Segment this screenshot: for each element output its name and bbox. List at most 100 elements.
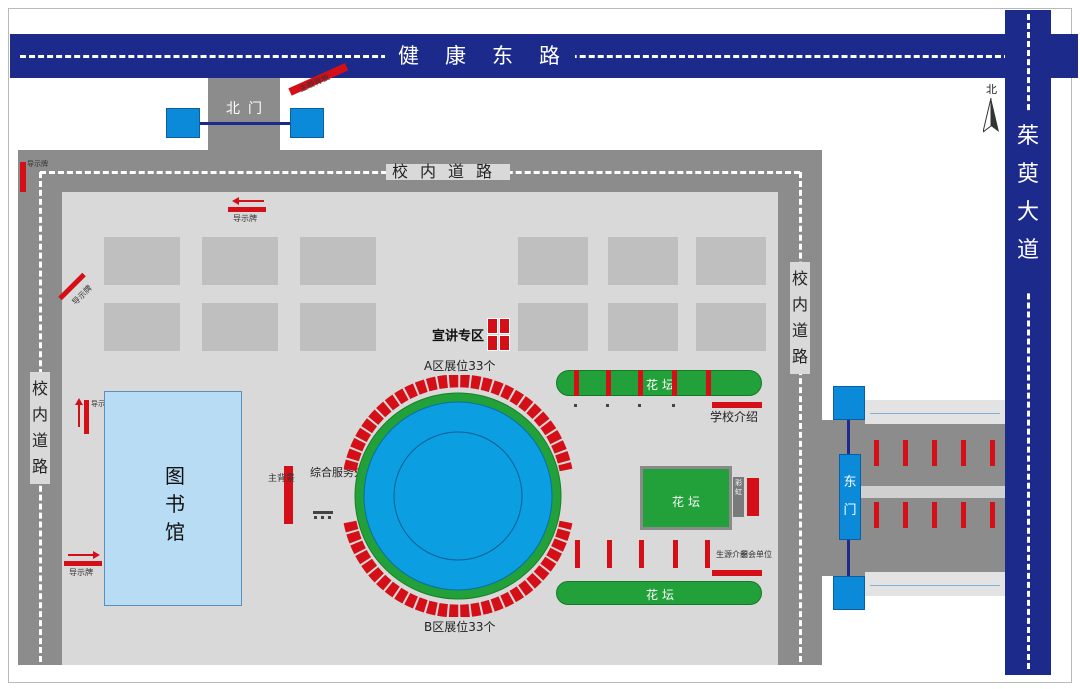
flowerbed-top-booth [638,370,643,396]
east-approach-line-south [870,585,1000,586]
flowerbed-top-seat [672,404,675,407]
service-desk-label: 综合服务处 [310,466,365,479]
north-gate-bar [200,122,290,125]
fountain-water-inner [393,431,523,561]
student-intro-board [712,570,762,576]
east-gate-south-pillar [833,576,865,610]
flowerbed-middle [640,466,732,530]
east-gate-label: 东门 [839,454,861,540]
inner-road-top-label: 校内道路 [386,164,511,180]
booth-block [104,303,180,351]
east-road-dashes [1027,14,1030,669]
service-desk-seat [328,516,331,519]
flowerbed-side-tag: 彩虹 [733,477,744,517]
service-desk-seat [321,516,324,519]
flowerbed-top-booth [574,370,579,396]
bottom-booth [607,540,612,568]
guide-sign-board [64,561,102,566]
east-booth [961,502,966,528]
north-road-label-bg [385,44,575,70]
east-booth [932,440,937,466]
arrow-right-icon [68,551,100,559]
east-booth [874,502,879,528]
flowerbed-top-booth [606,370,611,396]
lecture-booth [487,335,498,351]
booth-block [300,237,376,285]
zone-b-booth-ring [343,520,573,617]
flowerbed-top-label: 花坛 [646,378,679,392]
booth-block [608,237,678,285]
east-booth [903,502,908,528]
flowerbed-top-booth [672,370,677,396]
zone-a-booth-ring [343,375,573,472]
north-arrow-icon [983,98,999,133]
side-booth [747,478,759,516]
booth-block [518,237,588,285]
guide-sign-label: 导示牌 [91,400,112,409]
compass-north-label: 北 [986,83,997,96]
east-booth [932,502,937,528]
service-desk-seat [314,516,317,519]
student-intro-label: 生源介绍 [716,550,748,559]
map-frame [8,8,1072,683]
bottom-booth [673,540,678,568]
library-building [104,391,242,606]
school-intro-board [712,402,762,408]
guide-sign-label: 导示牌 [27,160,48,169]
east-booth [961,440,966,466]
north-gate-road [208,78,280,152]
east-booth [990,440,995,466]
east-booth [903,440,908,466]
service-desk-table [313,511,333,514]
flowerbed-middle-label: 花坛 [672,495,705,509]
guide-sign-board [228,207,266,212]
north-gate-label: 北门 [226,101,270,117]
arrow-left-icon [232,197,264,205]
bottom-booth [705,540,710,568]
east-approach-median [860,486,1005,498]
east-approach-sidewalk-south [865,572,1005,596]
flowerbed-bottom-label: 花坛 [646,588,679,602]
lecture-booth [499,318,510,334]
booth-block [518,303,588,351]
bottom-booth [575,540,580,568]
booth-block [696,303,766,351]
booth-block [202,303,278,351]
main-backdrop-board [284,466,293,524]
flowerbed-top [556,370,762,396]
north-gate-west-pillar [166,108,200,138]
participants-label: 参会单位 [740,550,772,559]
booth-block [300,303,376,351]
east-booth [874,440,879,466]
booth-block [696,237,766,285]
guide-sign-board [20,162,26,192]
bottom-booth [639,540,644,568]
east-gate-north-pillar [833,386,865,420]
lecture-booth [499,335,510,351]
fountain-plaza [343,375,573,617]
guide-sign-label: 导示牌 [69,568,93,577]
guide-sign-label: 导示牌 [233,214,257,223]
north-road-label: 健康东路 [398,44,586,68]
booth-block [104,237,180,285]
zone-b-label: B区展位33个 [424,620,496,634]
north-gate-east-pillar [290,108,324,138]
library-label: 图书馆 [165,464,185,544]
east-booth [990,502,995,528]
east-approach-line-north [870,413,1000,414]
flowerbed-top-seat [574,404,577,407]
inner-road-right-label: 校内道路 [790,262,810,374]
inner-road-right-dashes [799,172,802,662]
east-road-label-bg [1013,112,1043,292]
lecture-area-label: 宣讲专区 [432,329,485,344]
arrow-up-icon [75,398,83,427]
east-approach-sidewalk-north [865,400,1005,424]
booth-block [202,237,278,285]
zone-a-label: A区展位33个 [424,359,496,373]
main-backdrop-label: 主背景 [268,474,295,485]
guide-sign-board [84,400,89,434]
lecture-booth [487,318,498,334]
school-intro-label: 学校介绍 [710,410,759,424]
east-road-label: 茱萸大道 [1016,124,1039,263]
